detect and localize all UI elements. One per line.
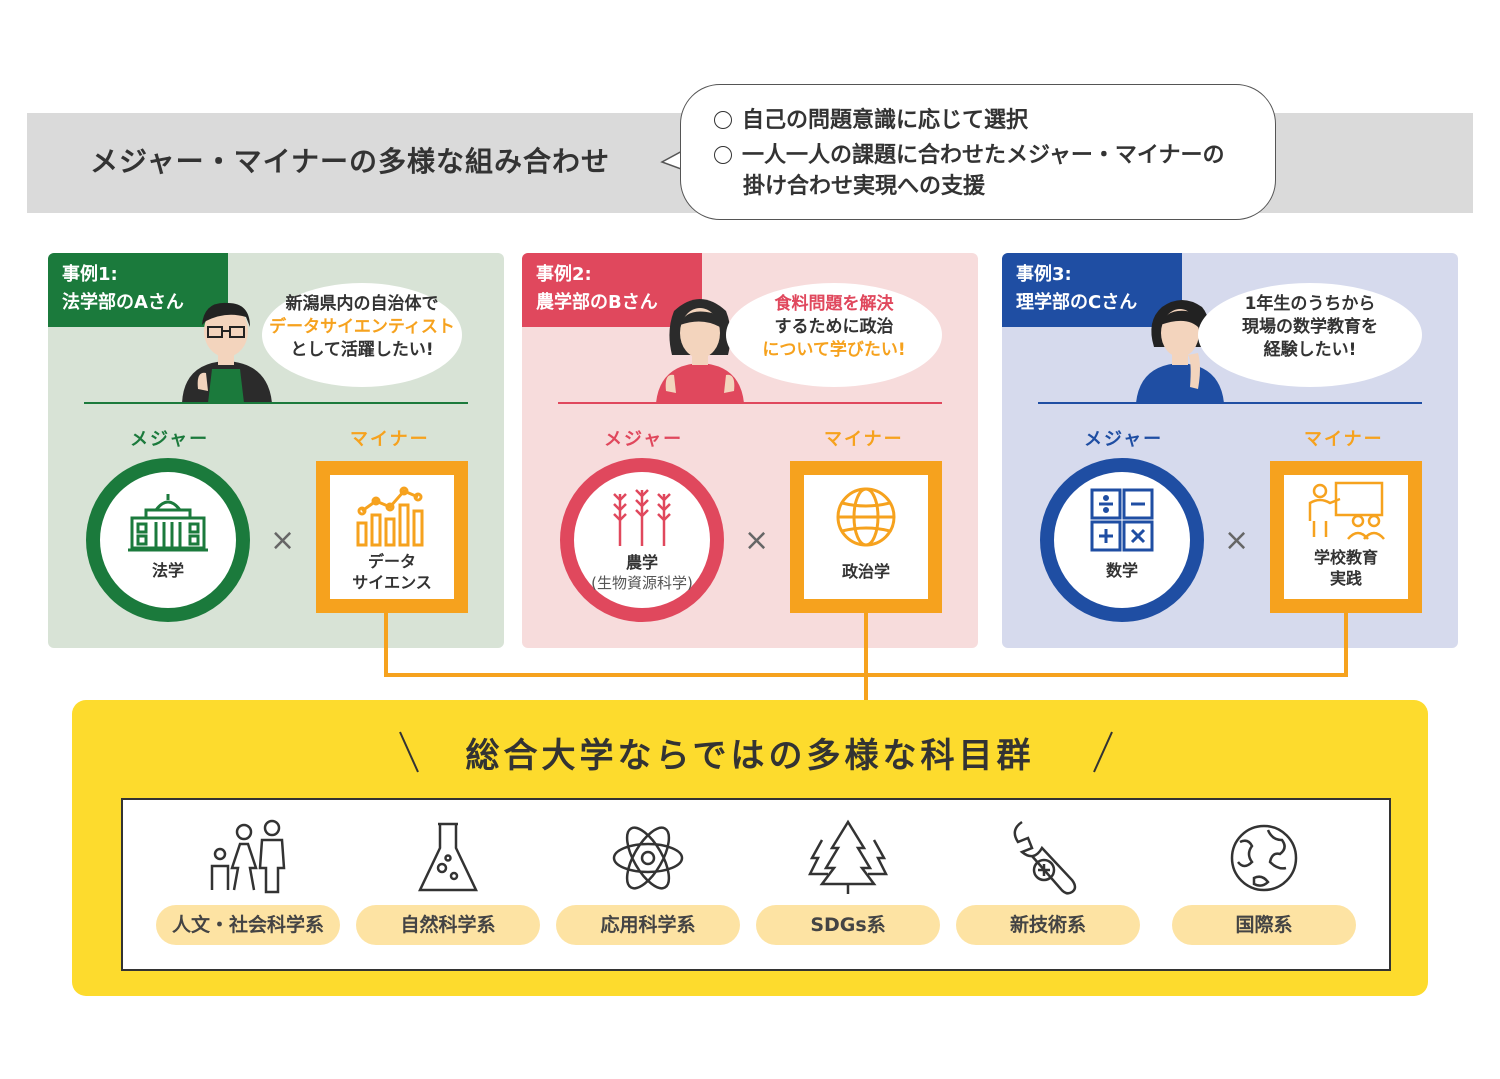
minor-label: マイナー [350,429,430,450]
minor-box: データサイエンス [316,461,468,613]
fields-box [121,798,1391,971]
bullet-1: 自己の問題意識に応じて選択 [714,105,1028,137]
bullet-2-cont: 掛け合わせ実現への支援 [743,174,986,199]
page-title: メジャー・マイナーの多様な組み合わせ [90,145,611,178]
case-3-panel: 事例3:理学部のCさん 1年生のうちから 現場の数学教育を 経験したい! メジャ… [1002,253,1458,648]
minor-box: 政治学 [790,461,942,613]
case-3-tag: 事例3:理学部のCさん [1002,253,1182,327]
connector [864,613,868,703]
family-icon [210,819,286,894]
major-label: メジャー [130,429,210,450]
person-c-icon [1136,300,1224,403]
field-sdgs: SDGs系 [756,905,940,945]
slash-left-icon [399,731,419,773]
bubble-tail [660,149,684,171]
connector [1344,613,1348,675]
courthouse-icon [128,494,208,552]
math-operators-icon [1090,488,1154,552]
divider [1038,402,1422,404]
case-1-tag: 事例1:法学部のAさん [48,253,228,327]
slash-right-icon [1093,731,1113,773]
minor-subject: 政治学 [841,562,890,581]
minor-box: 学校教育実践 [1270,461,1422,613]
times-sign: × [1224,523,1250,558]
minor-label: マイナー [1304,429,1384,450]
minor-label: マイナー [824,429,904,450]
minor-subject: データサイエンス [352,552,432,592]
flask-icon [418,822,478,892]
field-natural-science: 自然科学系 [356,905,540,945]
case-1-panel: 事例1:法学部のAさん 新潟県内の自治体で データサイエンティスト として活躍し… [48,253,504,648]
major-subject-sub: (生物資源科学) [591,574,693,592]
field-international: 国際系 [1172,905,1356,945]
case-2-panel: 事例2:農学部のBさん 食料問題を解決 するために政治 について学びたい! メジ… [522,253,978,648]
case-3-speech: 1年生のうちから 現場の数学教育を 経験したい! [1198,283,1422,387]
subject-groups-title: 総合大学ならではの多様な科目群 [465,736,1035,776]
major-circle: 数学 [1040,458,1204,622]
bullet-2: 一人一人の課題に合わせたメジャー・マイナーの [714,140,1224,172]
times-sign: × [744,523,770,558]
divider [84,402,468,404]
header-speech-bubble [680,84,1276,220]
wheat-icon [613,489,671,546]
connector [384,673,1348,677]
atom-icon [612,826,684,890]
case-1-speech: 新潟県内の自治体で データサイエンティスト として活躍したい! [262,283,462,387]
minor-subject: 学校教育実践 [1313,548,1378,588]
major-label: メジャー [604,429,684,450]
major-circle: 法学 [86,458,250,622]
person-b-icon [656,299,744,403]
globe-icon [836,487,896,547]
trees-icon [808,819,888,894]
major-circle: 農学 (生物資源科学) [560,458,724,622]
case-2-speech: 食料問題を解決 するために政治 について学びたい! [726,283,942,387]
teacher-board-icon [1308,481,1385,540]
case-2-tag: 事例2:農学部のBさん [522,253,702,327]
field-new-technology: 新技術系 [956,905,1140,945]
major-label: メジャー [1084,429,1164,450]
field-humanities: 人文・社会科学系 [156,905,340,945]
divider [558,402,942,404]
earth-icon [1230,824,1298,892]
connector [384,613,388,675]
field-applied-science: 応用科学系 [556,905,740,945]
major-subject: 農学 [625,553,658,572]
major-subject: 法学 [151,561,184,580]
wrench-plus-icon [1013,820,1077,895]
times-sign: × [270,523,296,558]
person-a-icon [182,302,272,403]
major-subject: 数学 [1105,561,1138,580]
data-chart-icon [356,486,424,547]
